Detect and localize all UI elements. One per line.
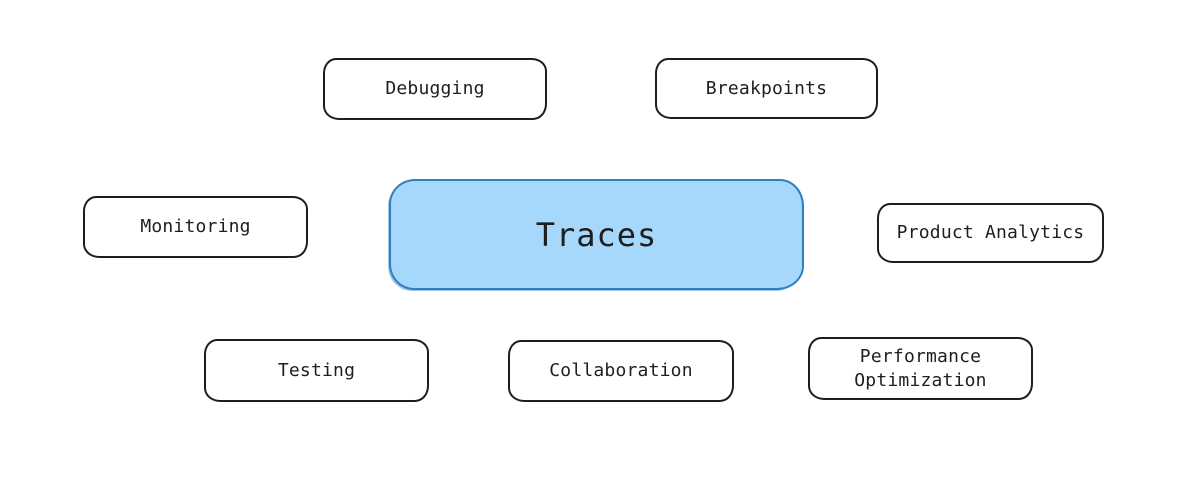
node-collaboration[interactable]: Collaboration (508, 340, 734, 402)
node-traces-label: Traces (535, 215, 658, 254)
node-performance-optimization-label: Performance Optimization (854, 345, 993, 391)
node-testing-label: Testing (277, 359, 356, 381)
node-performance-optimization[interactable]: Performance Optimization (808, 337, 1033, 400)
node-debugging[interactable]: Debugging (323, 58, 547, 120)
node-debugging-label: Debugging (385, 78, 485, 99)
node-monitoring-label: Monitoring (140, 216, 251, 237)
node-monitoring[interactable]: Monitoring (83, 196, 308, 258)
node-breakpoints-label: Breakpoints (705, 77, 828, 99)
node-product-analytics-label: Product Analytics (896, 222, 1085, 243)
node-product-analytics[interactable]: Product Analytics (877, 203, 1104, 263)
node-breakpoints[interactable]: Breakpoints (655, 58, 878, 119)
node-testing[interactable]: Testing (204, 339, 429, 402)
node-traces[interactable]: Traces (389, 179, 804, 290)
node-collaboration-label: Collaboration (549, 360, 693, 381)
